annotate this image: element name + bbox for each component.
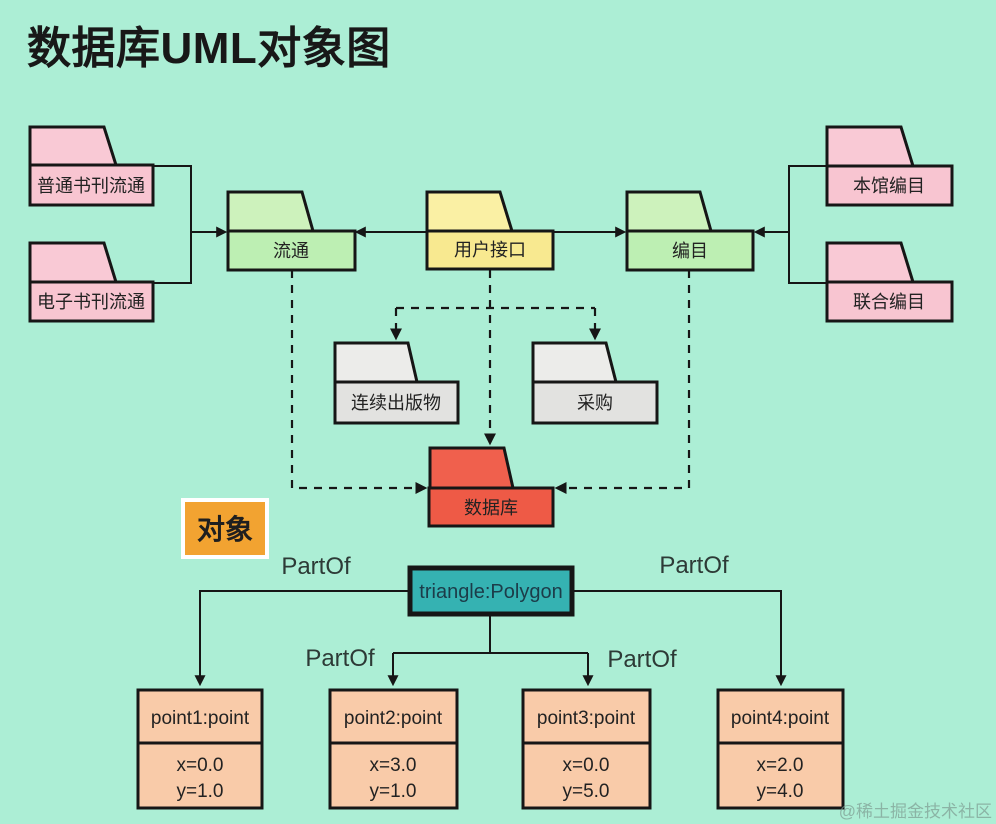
package-serials: 连续出版物: [333, 341, 460, 425]
package-body: [226, 229, 357, 272]
package-circulation: 流通: [226, 190, 357, 272]
object-attr-y: y=5.0: [562, 781, 609, 802]
object-attr-x: x=0.0: [562, 755, 609, 776]
package-tab: [226, 190, 315, 233]
package-body: [625, 229, 755, 272]
package-ordinary-circulation: 普通书刊流通: [28, 125, 155, 207]
dep-cataloging-to-database: [554, 270, 691, 495]
package-electronic-circulation: 电子书刊流通: [28, 241, 155, 323]
object-name: point2:point: [344, 708, 443, 729]
package-union-cataloging: 联合编目: [825, 241, 954, 323]
package-label: 数据库: [464, 498, 518, 518]
partof-label: PartOf: [305, 645, 375, 672]
package-tab: [28, 241, 119, 284]
package-tab: [28, 125, 119, 167]
partof-label: PartOf: [607, 646, 677, 673]
polygon-links: [194, 590, 787, 687]
object-polygon: triangle:Polygon: [407, 565, 575, 617]
object-box: [521, 688, 652, 810]
object-point3: point3:point x=0.0 y=5.0: [521, 688, 652, 810]
object-name: point4:point: [731, 708, 830, 729]
object-legend-fill: [185, 502, 265, 555]
package-label: 普通书刊流通: [37, 176, 145, 196]
object-point2: point2:point x=3.0 y=1.0: [328, 688, 459, 810]
object-attr-y: y=1.0: [369, 781, 416, 802]
package-body: [333, 380, 460, 425]
package-label: 采购: [577, 393, 613, 413]
object-point1: point1:point x=0.0 y=1.0: [136, 688, 264, 810]
package-body: [28, 280, 155, 323]
package-acquisition: 采购: [531, 341, 659, 425]
object-attr-x: x=3.0: [369, 755, 416, 776]
object-name: point3:point: [537, 708, 636, 729]
package-body: [427, 486, 555, 528]
package-tab: [825, 125, 916, 168]
package-label: 流通: [273, 241, 309, 261]
package-tab: [425, 190, 515, 233]
object-point4: point4:point x=2.0 y=4.0: [716, 688, 845, 810]
object-legend-label: 对象: [197, 513, 253, 545]
package-tab: [531, 341, 618, 384]
package-cataloging: 编目: [625, 190, 755, 272]
package-tab: [428, 446, 515, 490]
diagram-title: 数据库UML对象图: [27, 24, 391, 73]
right-bracket-line: [788, 165, 827, 284]
package-body: [825, 280, 954, 323]
package-body: [28, 163, 155, 207]
object-attr-y: y=1.0: [176, 781, 223, 802]
package-tab: [825, 241, 916, 284]
package-local-cataloging: 本馆编目: [825, 125, 954, 207]
package-label: 联合编目: [853, 292, 925, 312]
package-body: [425, 229, 555, 271]
dep-circulation-to-database: [290, 270, 428, 495]
package-label: 本馆编目: [853, 176, 925, 196]
object-attr-x: x=0.0: [176, 755, 223, 776]
package-database: 数据库: [427, 446, 555, 528]
package-label: 用户接口: [454, 240, 526, 260]
object-polygon-label: triangle:Polygon: [419, 581, 562, 603]
object-legend: 对象: [181, 498, 269, 559]
connectors-solid: [153, 165, 827, 284]
link-polygon-point4: [572, 590, 787, 687]
object-box: [136, 688, 264, 810]
object-attr-x: x=2.0: [756, 755, 803, 776]
package-tab: [333, 341, 419, 384]
object-attr-y: y=4.0: [756, 781, 803, 802]
package-label: 编目: [672, 241, 708, 261]
watermark: @稀土掘金技术社区: [838, 802, 992, 821]
package-label: 电子书刊流通: [37, 292, 145, 312]
package-user-interface: 用户接口: [425, 190, 555, 271]
package-body: [825, 164, 954, 207]
package-body: [531, 380, 659, 425]
partof-label: PartOf: [659, 552, 729, 579]
object-polygon-box: [407, 565, 575, 617]
left-bracket-line: [153, 165, 192, 284]
link-polygon-point1: [194, 590, 409, 687]
package-label: 连续出版物: [351, 393, 441, 413]
connectors-dashed: [290, 270, 691, 495]
partof-label: PartOf: [281, 553, 351, 580]
object-box: [716, 688, 845, 810]
object-box: [328, 688, 459, 810]
package-tab: [625, 190, 713, 233]
object-name: point1:point: [151, 708, 250, 729]
